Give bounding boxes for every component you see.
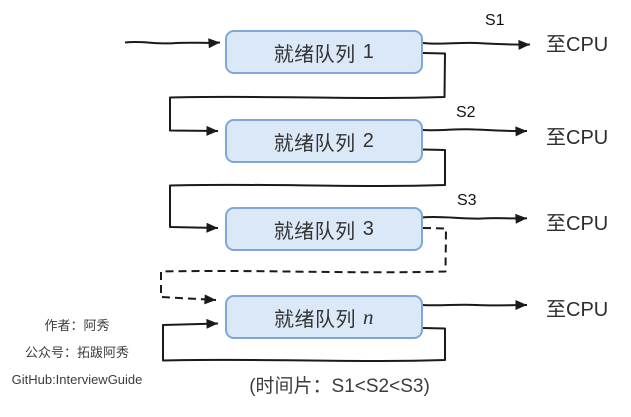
- wire-input-arrow: [124, 38, 221, 49]
- credit-github: GitHub:InterviewGuide: [11, 372, 143, 387]
- queue-1-label: 就绪队列: [273, 43, 356, 66]
- queue-2-label: 就绪队列: [273, 132, 356, 155]
- wire-queue3-to-cpu: [421, 213, 528, 224]
- to-cpu-label-1: 至CPU: [546, 34, 609, 56]
- queue-2-index: 2: [362, 129, 375, 152]
- to-cpu-label-2: 至CPU: [546, 127, 609, 149]
- queue-box-3: 就绪队列 3: [225, 207, 423, 251]
- queue-box-1: 就绪队列 1: [225, 30, 423, 74]
- queue-3-index: 3: [362, 217, 375, 240]
- to-cpu-label-4: 至CPU: [546, 299, 609, 321]
- to-cpu-label-3: 至CPU: [546, 213, 609, 235]
- credit-wechat: 公众号：拓跋阿秀: [24, 345, 129, 360]
- wire-queue3-demote-dashed: [160, 227, 447, 305]
- queue-box-n: 就绪队列 n: [225, 295, 423, 339]
- time-slice-caption: (时间片：S1<S2<S3): [249, 376, 430, 397]
- slice-label-s3: S3: [457, 192, 477, 209]
- queue-box-2: 就绪队列 2: [225, 119, 423, 163]
- wire-queuen-loop: [162, 318, 446, 362]
- queue-n-label: 就绪队列: [274, 308, 356, 331]
- queue-3-label: 就绪队列: [273, 220, 356, 243]
- slice-label-s2: S2: [456, 104, 476, 121]
- wire-queue2-to-cpu: [421, 126, 528, 137]
- wire-queue1-to-cpu: [422, 39, 531, 50]
- queue-n-index: n: [363, 304, 374, 329]
- wire-queuen-to-cpu: [421, 300, 528, 311]
- credit-author: 作者：阿秀: [44, 318, 110, 333]
- slice-label-s1: S1: [485, 12, 505, 29]
- credits: 作者：阿秀 公众号：拓跋阿秀 GitHub:InterviewGuide: [2, 312, 152, 393]
- queue-1-index: 1: [362, 40, 375, 63]
- wire-queue2-demote: [169, 148, 446, 233]
- wire-queue1-demote: [169, 52, 446, 136]
